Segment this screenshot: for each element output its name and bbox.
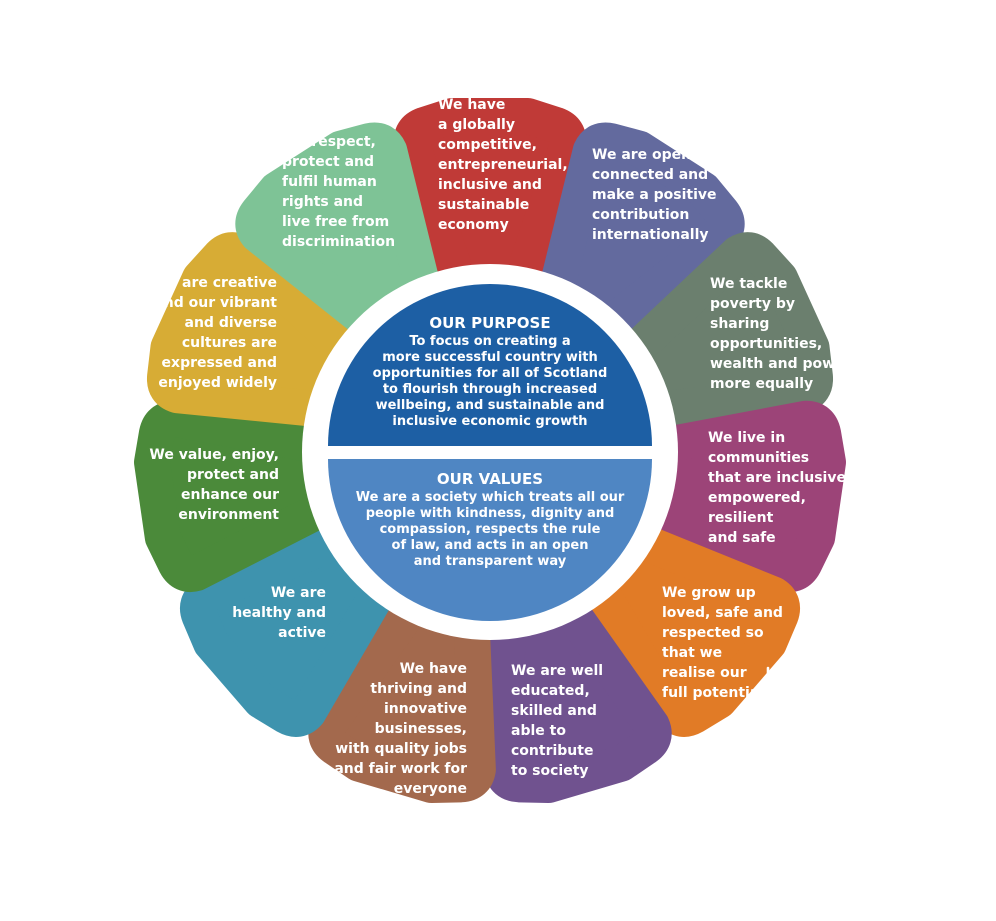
network-icon <box>644 76 692 122</box>
outcome-business: We have thriving and innovative business… <box>334 661 467 797</box>
heart-hands-icon <box>766 654 826 706</box>
outcome-education: We are well educated, skilled and able t… <box>511 663 604 779</box>
purpose-text: To focus on creating a more successful c… <box>372 334 608 429</box>
scales-icon <box>794 229 858 280</box>
briefcase-icon <box>375 807 435 850</box>
values-title: OUR VALUES <box>436 470 544 488</box>
globe-icon <box>439 43 477 81</box>
lightbulb-icon <box>97 293 153 353</box>
leaf-icon <box>94 516 126 568</box>
heartbeat-icon <box>195 708 251 750</box>
values-half-circle <box>328 459 652 621</box>
petal-economy <box>393 98 587 332</box>
outcome-children: We grow up loved, safe and respected so … <box>662 585 783 701</box>
equals-icon <box>225 128 265 168</box>
outcome-economy: We have a globally competitive, entrepre… <box>438 97 568 233</box>
people-icon <box>851 448 901 496</box>
outcome-poverty: We tackle poverty by sharing opportuniti… <box>710 276 852 392</box>
outcome-environment: We value, enjoy, protect and enhance our… <box>149 447 279 523</box>
purpose-half-circle <box>328 284 652 446</box>
reading-person-icon <box>593 792 649 847</box>
purpose-title: OUR PURPOSE <box>429 314 551 332</box>
outcome-communities: We live in communities that are inclusiv… <box>708 430 852 546</box>
outcome-culture: We are creative and our vibrant and dive… <box>152 275 277 391</box>
outcome-international: We are open, connected and make a positi… <box>592 147 717 243</box>
values-text: We are a society which treats all our pe… <box>355 490 625 569</box>
outcome-health: We are healthy and active <box>232 585 326 641</box>
outcome-human-rights: We respect, protect and fulfil human rig… <box>282 134 396 250</box>
